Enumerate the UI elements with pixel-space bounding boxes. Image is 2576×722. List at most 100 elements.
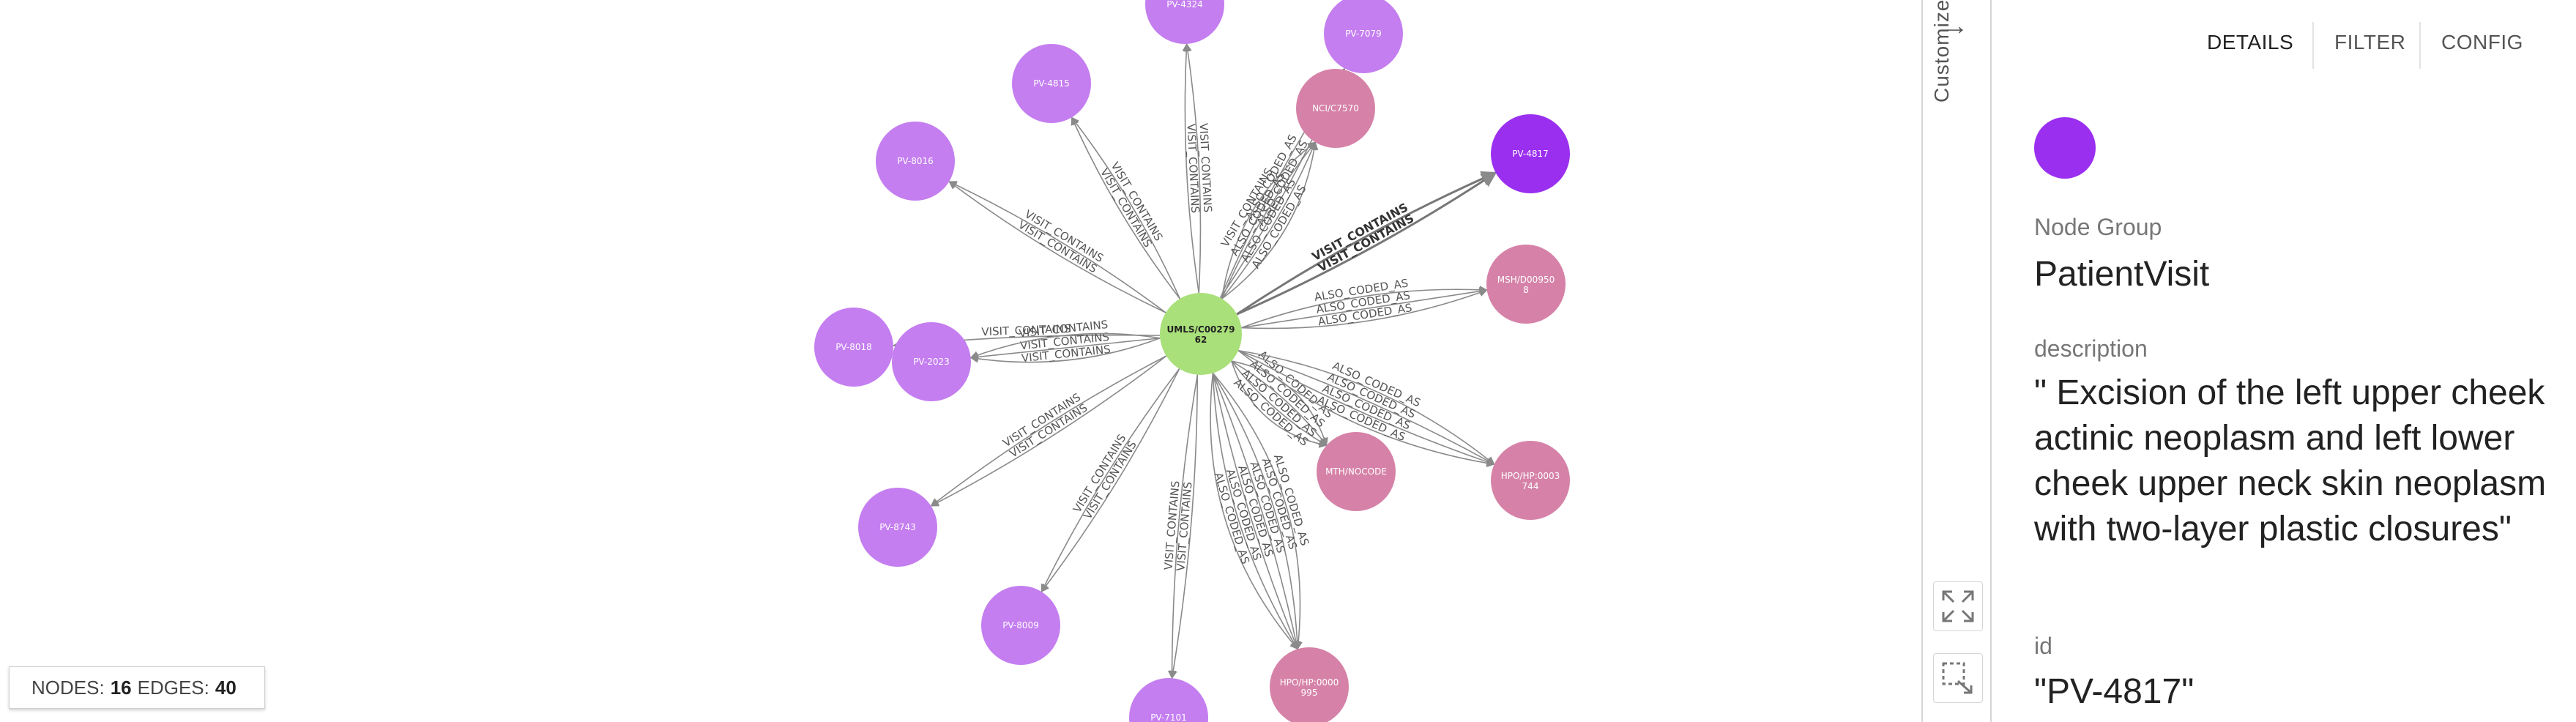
node-pv7079[interactable]: PV-7079 xyxy=(1324,0,1403,73)
node-center-label-line2: 62 xyxy=(1195,335,1207,345)
edge-hpo2-4[interactable] xyxy=(1212,373,1298,650)
edge-mth-3[interactable] xyxy=(1231,360,1328,448)
edge-pv8016-1[interactable] xyxy=(948,181,1166,313)
edge-hpo1-0[interactable] xyxy=(1238,349,1495,465)
node-pv8018-label: PV-8018 xyxy=(835,342,872,352)
node-pv4324-label: PV-4324 xyxy=(1166,0,1203,10)
node-pv8743-circle xyxy=(858,488,937,567)
edge-mth-1[interactable] xyxy=(1231,360,1328,447)
graph-stats-badge: NODES: 16 EDGES: 40 xyxy=(9,666,265,709)
node-pv8018[interactable]: PV-8018 xyxy=(814,308,893,387)
nodes-layer: PV-4324 PV-7079PV-4815NCI/C7570PV-4817PV-… xyxy=(814,0,1570,722)
node-pv4817-label: PV-4817 xyxy=(1512,149,1549,159)
tab-filter[interactable]: FILTER xyxy=(2334,31,2406,53)
node-pv4817-circle xyxy=(1491,114,1570,193)
edge-pv2023-1[interactable] xyxy=(969,337,1161,361)
edge-pv4815-1[interactable] xyxy=(1071,116,1181,299)
node-group-value: PatientVisit xyxy=(2034,255,2210,294)
edge-pv4817-1[interactable] xyxy=(1236,171,1497,316)
tab-details[interactable]: DETAILS xyxy=(2207,31,2294,53)
edge-pv8009-0[interactable] xyxy=(1041,368,1180,592)
node-hpo2-label-line2: 995 xyxy=(1301,688,1318,698)
node-nci-label: NCI/C7570 xyxy=(1312,103,1359,113)
edge-pv4324-1[interactable] xyxy=(1183,42,1202,294)
edges-count: 40 xyxy=(215,676,237,699)
node-pv4324-circle xyxy=(1145,0,1224,44)
edge-nci-3[interactable] xyxy=(1221,141,1319,299)
node-msh-circle xyxy=(1486,245,1566,324)
edge-pv7101-1[interactable] xyxy=(1167,374,1199,680)
edge-nci-0[interactable] xyxy=(1221,141,1317,299)
description-label: description xyxy=(2034,335,2148,362)
node-pv8009-circle xyxy=(981,586,1060,665)
edge-msh-1[interactable] xyxy=(1241,287,1488,329)
edge-pv2023-2[interactable] xyxy=(969,332,1161,360)
node-pv2023-circle xyxy=(892,322,971,401)
edge-pv8743-1[interactable] xyxy=(930,355,1167,507)
node-nci-circle xyxy=(1296,69,1375,148)
node-pv8016-label: PV-8016 xyxy=(897,156,934,166)
node-mth[interactable]: MTH/NOCODE xyxy=(1317,432,1396,511)
edge-mth-0[interactable] xyxy=(1231,360,1328,447)
edge-pv4324-0[interactable] xyxy=(1182,42,1200,294)
edge-nci-2[interactable] xyxy=(1221,141,1317,299)
edge-pv8016-0[interactable] xyxy=(948,181,1166,313)
edge-pv4817-0[interactable] xyxy=(1236,171,1497,316)
tab-config[interactable]: CONFIG xyxy=(2441,31,2523,53)
node-pv8016[interactable]: PV-8016 xyxy=(876,122,955,201)
nodes-count-label: NODES: xyxy=(31,676,105,699)
node-pv8009[interactable]: PV-8009 xyxy=(981,586,1060,665)
select-area-button[interactable] xyxy=(1933,653,1983,703)
node-msh-label: MSH/D00950 xyxy=(1497,275,1555,285)
edge-hpo1-3[interactable] xyxy=(1237,350,1495,468)
edge-hpo2-3[interactable] xyxy=(1212,373,1299,650)
edge-hpo2-0[interactable] xyxy=(1212,373,1303,650)
edge-msh-0[interactable] xyxy=(1241,286,1488,329)
edge-pv7101-0[interactable] xyxy=(1169,374,1199,680)
customize-label[interactable]: Customize xyxy=(1930,0,1953,103)
node-color-swatch xyxy=(2034,117,2096,179)
node-pv8743[interactable]: PV-8743 xyxy=(858,488,937,567)
edge-mth-2[interactable] xyxy=(1231,360,1328,446)
node-group-label: Node Group xyxy=(2034,214,2162,240)
edge-msh-2[interactable] xyxy=(1241,289,1488,330)
description-value: " Excision of the left upper cheek actin… xyxy=(2034,373,2547,548)
edge-pv8009-1[interactable] xyxy=(1041,368,1180,593)
node-hpo1-label-line2: 744 xyxy=(1522,481,1539,491)
node-mth-label: MTH/NOCODE xyxy=(1325,466,1387,477)
node-pv7079-circle xyxy=(1324,0,1403,73)
edge-nci-1[interactable] xyxy=(1221,141,1317,299)
nodes-count: 16 xyxy=(110,676,132,699)
edge-hpo2-5[interactable] xyxy=(1210,373,1298,650)
edge-pv2023-0[interactable] xyxy=(969,338,1161,363)
node-pv4324[interactable]: PV-4324 xyxy=(1145,0,1224,44)
node-pv2023[interactable]: PV-2023 xyxy=(892,322,971,401)
collapse-arrow-icon[interactable]: → xyxy=(1942,10,1968,40)
fit-view-button[interactable] xyxy=(1933,581,1983,631)
edge-label: VISIT_CONTAINS xyxy=(981,322,1071,340)
node-pv7101-label: PV-7101 xyxy=(1150,712,1187,722)
edge-hpo1-1[interactable] xyxy=(1237,349,1495,465)
node-nci[interactable]: NCI/C7570 xyxy=(1296,69,1375,148)
node-center-circle xyxy=(1160,293,1242,375)
expand-icon xyxy=(1942,590,1974,622)
details-panel: DETAILS FILTER CONFIG Node Group Patient… xyxy=(1992,0,2576,722)
node-pv4815[interactable]: PV-4815 xyxy=(1012,44,1091,123)
edge-pv4815-0[interactable] xyxy=(1071,116,1180,299)
node-mth-circle xyxy=(1317,432,1396,511)
edge-hpo2-1[interactable] xyxy=(1212,373,1302,650)
node-pv7101[interactable]: PV-7101 xyxy=(1129,678,1208,722)
node-pv4815-circle xyxy=(1012,44,1091,123)
edge-hpo2-2[interactable] xyxy=(1212,373,1300,650)
node-hpo2-circle xyxy=(1270,647,1349,722)
tab-divider xyxy=(2312,22,2314,69)
edge-hpo1-2[interactable] xyxy=(1237,350,1495,466)
edge-pv8743-0[interactable] xyxy=(930,355,1167,507)
node-pv4817[interactable]: PV-4817 xyxy=(1491,114,1570,193)
